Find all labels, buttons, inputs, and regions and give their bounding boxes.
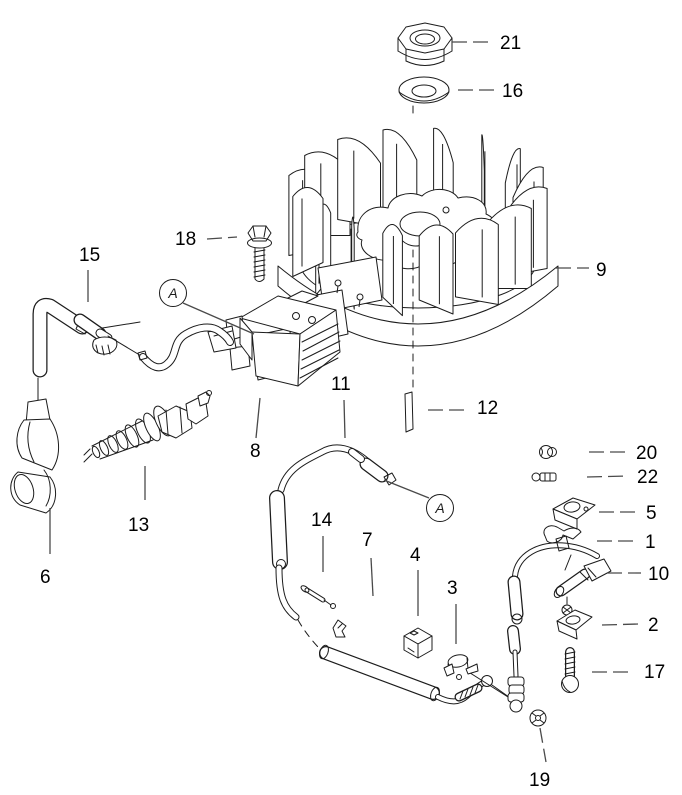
spark-plug-boot-drawing <box>10 398 59 514</box>
spark-plug-wire-drawing <box>32 297 234 401</box>
bracket-drawing <box>543 525 582 552</box>
callout-4: 4 <box>410 545 421 566</box>
terminal-bolt-drawing <box>553 558 612 598</box>
clamp-drawing <box>552 497 596 530</box>
detail-marker-a2: A <box>383 479 454 522</box>
pin-drawing <box>300 585 336 609</box>
spark-plug-drawing <box>83 390 212 463</box>
callout-12: 12 <box>477 398 498 419</box>
washer-drawing <box>398 76 450 104</box>
callout-19: 19 <box>529 770 550 791</box>
callout-14: 14 <box>311 510 333 531</box>
callout-9: 9 <box>596 260 607 281</box>
terminal-block-drawing <box>403 627 433 659</box>
detail-marker-a2-label: A <box>434 500 444 516</box>
ground-cable-drawing <box>466 542 600 713</box>
callout-11: 11 <box>331 374 351 395</box>
clip-drawing <box>332 619 347 638</box>
screw-drawing <box>561 647 579 693</box>
cable-clamp-drawing <box>556 596 593 640</box>
callout-labels: 21 16 9 18 15 8 11 12 13 6 14 7 4 3 20 2… <box>40 33 669 791</box>
callout-17: 17 <box>644 662 665 683</box>
callout-3: 3 <box>447 578 458 599</box>
flywheel-nut-drawing <box>397 22 453 66</box>
callout-15: 15 <box>79 245 100 266</box>
small-screw-drawing <box>531 472 557 482</box>
flywheel-key-drawing <box>404 105 414 433</box>
callout-5: 5 <box>646 503 657 524</box>
flywheel-drawing <box>277 127 559 348</box>
callout-6: 6 <box>40 567 51 588</box>
callout-2: 2 <box>648 615 659 636</box>
callout-16: 16 <box>502 81 523 102</box>
callout-20: 20 <box>636 443 657 464</box>
coil-bolt-drawing <box>247 225 272 282</box>
callout-22: 22 <box>637 467 658 488</box>
leader-lines <box>49 41 641 763</box>
callout-8: 8 <box>250 441 261 462</box>
push-nut-drawing <box>529 709 547 727</box>
callout-1: 1 <box>645 532 656 553</box>
callout-7: 7 <box>362 530 373 551</box>
ignition-coil-drawing <box>207 290 341 387</box>
small-nut-drawing <box>539 445 557 459</box>
detail-marker-a1: A <box>159 279 255 335</box>
kill-wire-drawing <box>269 444 514 705</box>
callout-13: 13 <box>128 515 149 536</box>
callout-10: 10 <box>648 564 669 585</box>
detail-marker-a1-label: A <box>167 285 177 301</box>
switch-terminal-drawing <box>443 654 479 680</box>
callout-21: 21 <box>500 33 521 54</box>
callout-18: 18 <box>175 229 196 250</box>
